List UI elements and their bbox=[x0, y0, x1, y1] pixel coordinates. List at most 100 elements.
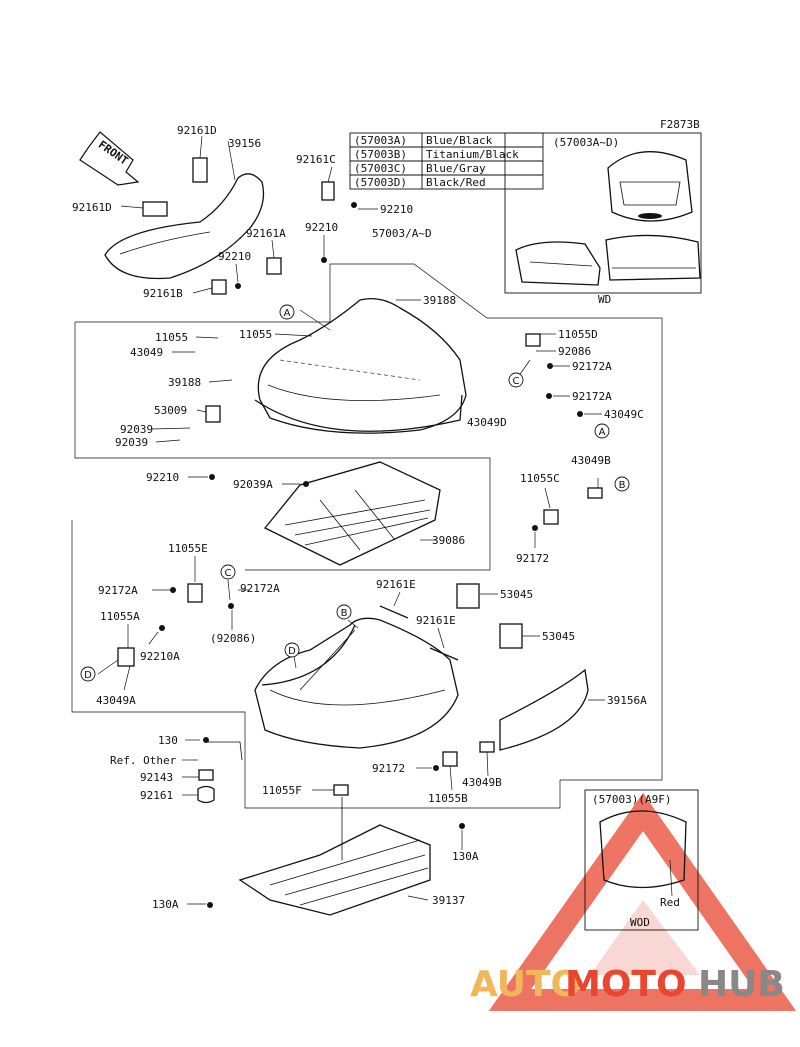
label-53045-a: 53045 bbox=[500, 588, 533, 601]
label-43049C: 43049C bbox=[604, 408, 644, 421]
hardware bbox=[117, 181, 603, 908]
lower-case-group-outline bbox=[71, 520, 561, 809]
label-43049D: 43049D bbox=[467, 416, 507, 429]
label-130A-b: 130A bbox=[152, 898, 179, 911]
color-code-c: (57003C) bbox=[354, 162, 407, 175]
label-92039A: 92039A bbox=[233, 478, 273, 491]
color-code-a: (57003A) bbox=[354, 134, 407, 147]
label-39086: 39086 bbox=[432, 534, 465, 547]
label-92210A: 92210A bbox=[140, 650, 180, 663]
label-92039-a: 92039 bbox=[120, 423, 153, 436]
color-name-d: Black/Red bbox=[426, 176, 486, 189]
front-arrow-icon: FRONT bbox=[79, 131, 140, 186]
label-53009: 53009 bbox=[154, 404, 187, 417]
label-43049: 43049 bbox=[130, 346, 163, 359]
label-43049B-b: 43049B bbox=[462, 776, 502, 789]
label-92172-a: 92172 bbox=[516, 552, 549, 565]
tray-39086 bbox=[263, 461, 441, 566]
part-labels: 92161D 39156 92161D 92161C 92210 92161 A … bbox=[72, 124, 647, 911]
label-11055B: 11055B bbox=[428, 792, 468, 805]
color-name-b: Titanium/Black bbox=[426, 148, 519, 161]
color-table: (57003A) Blue/Black (57003B) Titanium/Bl… bbox=[349, 132, 544, 190]
pad-92161D bbox=[142, 201, 168, 217]
label-11055C: 11055C bbox=[520, 472, 560, 485]
label-57003: 57003/A~D bbox=[372, 227, 432, 240]
inset-wod: (57003)(A9F) Red WOD bbox=[584, 789, 699, 931]
inset-wd-title: (57003A~D) bbox=[553, 136, 619, 149]
label-ref-other: Ref. Other bbox=[110, 754, 177, 767]
label-130: 130 bbox=[158, 734, 178, 747]
seal-43049D bbox=[254, 394, 463, 432]
label-92210-b: 92210 bbox=[305, 221, 338, 234]
strip-92161E-a bbox=[379, 605, 409, 619]
callout-c-2: C bbox=[225, 568, 232, 579]
case-body bbox=[254, 617, 459, 749]
lid-57003 bbox=[254, 297, 467, 434]
inset-wod-title: (57003)(A9F) bbox=[592, 793, 671, 806]
label-92086-paren: (92086) bbox=[210, 632, 256, 645]
label-92086: 92086 bbox=[558, 345, 591, 358]
callout-b-1: B bbox=[619, 480, 626, 491]
label-39188-a: 39188 bbox=[423, 294, 456, 307]
callout-d-2: D bbox=[84, 670, 92, 681]
label-92039-b: 92039 bbox=[115, 436, 148, 449]
leader-lines bbox=[97, 135, 605, 905]
label-43049A: 43049A bbox=[96, 694, 136, 707]
color-name-c: Blue/Gray bbox=[426, 162, 486, 175]
label-92172A-a: 92172A bbox=[572, 360, 612, 373]
watermark-logo bbox=[488, 792, 797, 1011]
label-92172-b: 92172 bbox=[372, 762, 405, 775]
label-92161B: 92161B bbox=[143, 287, 183, 300]
color-code-d: (57003D) bbox=[354, 176, 407, 189]
watermark-text: AUTO MOTO HUB bbox=[470, 964, 785, 1005]
pad-92161D-top bbox=[192, 157, 208, 183]
watermark-hub: HUB bbox=[698, 964, 785, 1005]
lid-assembly-outline bbox=[75, 263, 663, 781]
carrier-39137 bbox=[238, 797, 431, 916]
latch-53045-a bbox=[456, 583, 480, 609]
figure-code: F2873B bbox=[660, 118, 700, 131]
inset-wd: (57003A~D) WD bbox=[504, 132, 702, 306]
label-92210-c: 92210 bbox=[218, 250, 251, 263]
watermark-auto: AUTO bbox=[470, 964, 581, 1005]
label-92161D-top: 92161D bbox=[177, 124, 217, 137]
label-92161D-left: 92161D bbox=[72, 201, 112, 214]
label-92143: 92143 bbox=[140, 771, 173, 784]
label-11055D: 11055D bbox=[558, 328, 598, 341]
label-11055-a: 11055 bbox=[155, 331, 188, 344]
label-92161E-b: 92161E bbox=[416, 614, 456, 627]
label-92172A-b: 92172A bbox=[572, 390, 612, 403]
strip-92161E-b bbox=[429, 647, 459, 661]
label-92161C: 92161C bbox=[296, 153, 336, 166]
label-39137: 39137 bbox=[432, 894, 465, 907]
label-92210-d: 92210 bbox=[146, 471, 179, 484]
callout-a-2: A bbox=[599, 427, 606, 438]
label-43049B-a: 43049B bbox=[571, 454, 611, 467]
callout-a-1: A bbox=[284, 308, 291, 319]
watermark-moto: MOTO bbox=[565, 964, 687, 1005]
label-53045-b: 53045 bbox=[542, 630, 575, 643]
label-92172A-c: 92172A bbox=[98, 584, 138, 597]
label-92161A: 92161A bbox=[246, 227, 286, 240]
label-130A-a: 130A bbox=[452, 850, 479, 863]
callout-b-2: B bbox=[341, 608, 348, 619]
color-name-a: Blue/Black bbox=[426, 134, 493, 147]
inset-wod-caption: WOD bbox=[630, 916, 650, 929]
upper-lid-group-outline bbox=[74, 322, 491, 571]
label-92172A-d: 92172A bbox=[240, 582, 280, 595]
label-11055E: 11055E bbox=[168, 542, 208, 555]
callout-c-1: C bbox=[513, 376, 520, 387]
color-code-b: (57003B) bbox=[354, 148, 407, 161]
latch-53045-b bbox=[499, 623, 523, 649]
label-11055-b: 11055 bbox=[239, 328, 272, 341]
label-39156A: 39156A bbox=[607, 694, 647, 707]
label-39156: 39156 bbox=[228, 137, 261, 150]
callout-circles: A A C B C B D D bbox=[80, 304, 630, 682]
label-92161: 92161 bbox=[140, 789, 173, 802]
label-92161E-a: 92161E bbox=[376, 578, 416, 591]
inset-wd-caption: WD bbox=[598, 293, 611, 306]
label-92210-a: 92210 bbox=[380, 203, 413, 216]
callout-d-1: D bbox=[288, 646, 296, 657]
